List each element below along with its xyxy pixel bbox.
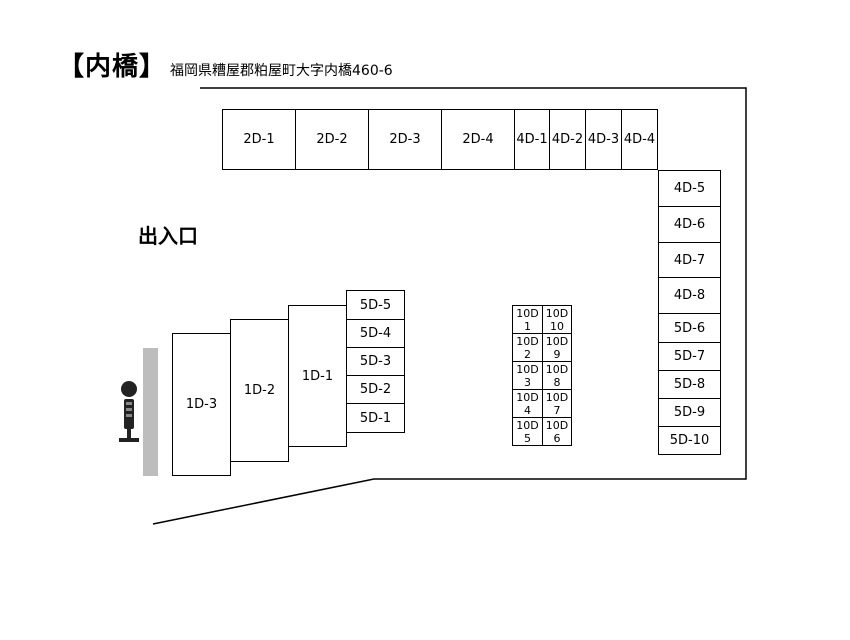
slot-5d-8: 5D-8 [658,370,721,399]
site-address: 福岡県糟屋郡粕屋町大字内橋460-6 [170,63,393,79]
slot-4d-4: 4D-4 [621,109,658,170]
slot-4d-5: 4D-5 [658,170,721,207]
slot-1d-3: 1D-3 [172,333,231,476]
slot-5d-7: 5D-7 [658,342,721,371]
slot-4d-6: 4D-6 [658,206,721,243]
slot-1d-2: 1D-2 [230,319,289,462]
slot-4d-3: 4D-3 [585,109,622,170]
slot-1d-1: 1D-1 [288,305,347,447]
slot-2d-4: 2D-4 [441,109,515,170]
page-title: 【内橋】福岡県糟屋郡粕屋町大字内橋460-6 [58,46,393,86]
slot-5d-1: 5D-1 [346,403,405,433]
slot-4d-1: 4D-1 [514,109,550,170]
slot-5d-6: 5D-6 [658,313,721,343]
slot-4d-7: 4D-7 [658,242,721,278]
slot-5d-3: 5D-3 [346,347,405,376]
slot-2d-1: 2D-1 [222,109,296,170]
slot-5d-4: 5D-4 [346,319,405,348]
slot-5d-5: 5D-5 [346,290,405,320]
slot-2d-3: 2D-3 [368,109,442,170]
lot-boundary-line [152,87,747,525]
slot-5d-9: 5D-9 [658,398,721,427]
slot-5d-2: 5D-2 [346,375,405,404]
site-name: 【内橋】 [58,52,167,82]
signpost-icon [119,381,139,442]
slot-2d-2: 2D-2 [295,109,369,170]
wall-bar [143,348,158,476]
slot-5d-10: 5D-10 [658,426,721,455]
slot-4d-2: 4D-2 [549,109,586,170]
entrance-label: 出入口 [138,224,198,248]
slot-4d-8: 4D-8 [658,277,721,314]
